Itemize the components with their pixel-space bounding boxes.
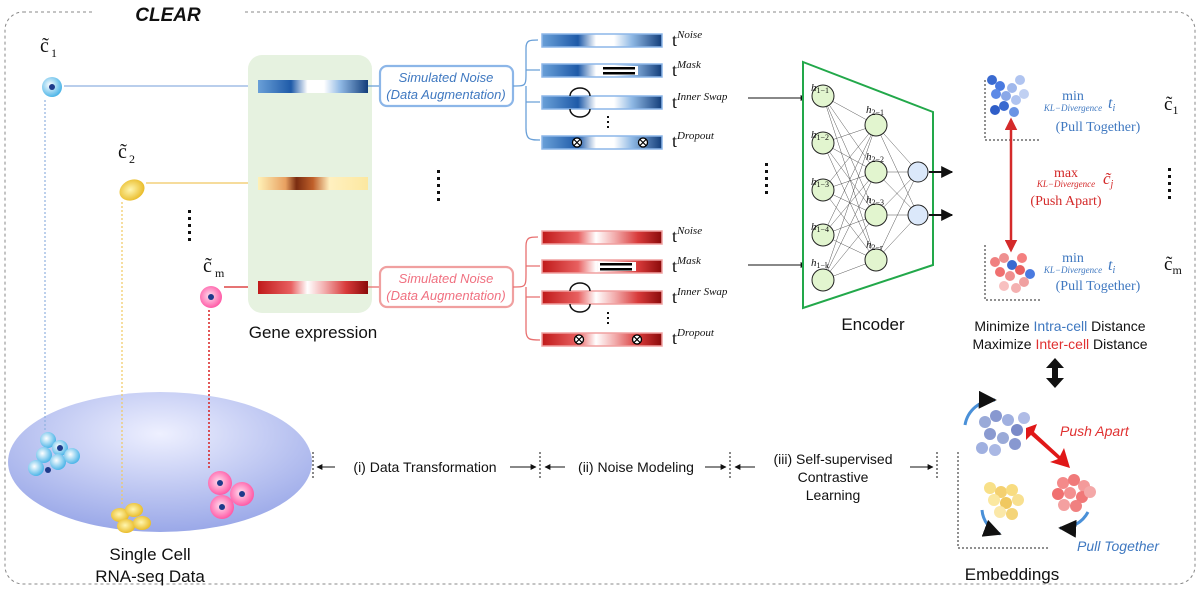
cell-cm: c̃ m	[200, 255, 225, 308]
svg-text:h2−2: h2−2	[866, 151, 884, 164]
gene-expression-label: Gene expression	[249, 323, 378, 342]
pipeline-separators	[312, 452, 938, 478]
loss-pull-top: min KL−Divergence ti (Pull Together)	[1043, 89, 1141, 135]
encoder-output-nodes	[907, 161, 929, 226]
blue-augmented-bars	[541, 33, 663, 150]
embedding-push-label: Push Apart	[1060, 423, 1130, 439]
pipeline-step3-line1: (iii) Self-supervised	[773, 451, 892, 467]
svg-text:(Pull Together): (Pull Together)	[1056, 120, 1141, 135]
objective-line2: Maximize Inter-cell Distance	[972, 336, 1147, 352]
source-label-line2: RNA-seq Data	[95, 567, 205, 586]
embedding-blue-cluster	[976, 410, 1030, 456]
latent-cluster-red	[984, 245, 1040, 301]
svg-text:tDropout: tDropout	[672, 130, 715, 151]
svg-text:c̃: c̃	[118, 141, 127, 163]
svg-text:tDropout: tDropout	[672, 327, 715, 348]
blue-cell-cluster	[28, 432, 80, 476]
loss-pull-bottom: min KL−Divergence ti (Pull Together)	[1043, 251, 1141, 294]
blue-augmentation-line1: Simulated Noise	[399, 70, 494, 85]
embedding-yellow-cluster	[984, 482, 1024, 520]
svg-text:KL−Divergence: KL−Divergence	[1043, 103, 1102, 113]
latent-cluster-blue	[984, 75, 1040, 141]
objective-line1: Minimize Intra-cell Distance	[974, 318, 1145, 334]
svg-text:(Push Apart): (Push Apart)	[1030, 194, 1102, 209]
svg-text:tMask: tMask	[672, 59, 702, 80]
svg-text:tNoise: tNoise	[672, 225, 702, 246]
svg-text:2: 2	[129, 152, 135, 166]
source-label-line1: Single Cell	[109, 545, 190, 564]
svg-text:1: 1	[51, 46, 57, 60]
right-vertical-dots	[1168, 168, 1171, 199]
svg-text:h1−3: h1−3	[811, 176, 829, 189]
pipeline-step3-line2: Contrastive	[798, 469, 869, 485]
red-augmentation-line2: (Data Augmentation)	[386, 288, 505, 303]
right-cell-labels: c̃1 c̃m	[1164, 94, 1182, 277]
middle-vertical-dots	[437, 170, 440, 201]
svg-text:tInner Swap: tInner Swap	[672, 91, 728, 112]
encoder-layer1-labels: h1−1 h1−2 h1−3 h1−4 h1−k	[811, 82, 829, 270]
encoder-layer2-labels: h2−1 h2−2 h2−3 h2−r	[866, 104, 884, 252]
red-augmented-bars	[541, 230, 663, 347]
red-brace	[512, 236, 541, 341]
svg-text:ti: ti	[1108, 95, 1115, 114]
title: CLEAR	[135, 5, 201, 26]
cell-c1: c̃ 1	[40, 35, 62, 97]
svg-text:c̃: c̃	[40, 35, 49, 57]
embeddings-label: Embeddings	[965, 565, 1060, 584]
svg-text:KL−Divergence: KL−Divergence	[1043, 265, 1102, 275]
objective-double-arrow	[1046, 358, 1064, 388]
transform-labels-red: tNoise tMask tInner Swap tDropout	[672, 225, 728, 348]
embeddings-panel: Push Apart Pull Together	[957, 390, 1160, 554]
blue-brace	[512, 39, 541, 141]
svg-text:tInner Swap: tInner Swap	[672, 286, 728, 307]
cell-vertical-dots	[188, 210, 191, 241]
yellow-cell-cluster	[111, 503, 151, 533]
svg-text:(Pull Together): (Pull Together)	[1056, 279, 1141, 294]
red-augmentation-line1: Simulated Noise	[399, 271, 494, 286]
embedding-red-cluster	[1052, 474, 1096, 512]
embedding-push-arrow	[1026, 424, 1070, 468]
pipeline-step3-line3: Learning	[806, 487, 861, 503]
svg-text:min: min	[1062, 251, 1084, 266]
svg-text:h1−1: h1−1	[811, 82, 829, 95]
svg-text:c̃1: c̃1	[1164, 94, 1178, 117]
loss-push: max KL−Divergence c̃j (Push Apart)	[1030, 166, 1113, 209]
svg-text:m: m	[215, 266, 225, 280]
outer-frame	[4, 11, 1196, 585]
encoder-left-dots	[765, 163, 768, 194]
pipeline-step2: (ii) Noise Modeling	[578, 459, 694, 475]
svg-text:ti: ti	[1108, 257, 1115, 276]
pipeline-step1: (i) Data Transformation	[353, 459, 496, 475]
encoder-label: Encoder	[841, 315, 905, 334]
svg-text:h2−r: h2−r	[866, 239, 883, 252]
svg-text:h1−2: h1−2	[811, 129, 829, 142]
encoder-layer2-nodes	[864, 113, 888, 272]
svg-text:tNoise: tNoise	[672, 29, 702, 50]
pink-cell-cluster	[208, 471, 254, 519]
gene-bar-red	[258, 281, 368, 294]
blue-augmentation-line2: (Data Augmentation)	[386, 87, 505, 102]
svg-text:c̃: c̃	[203, 255, 212, 277]
svg-text:c̃j: c̃j	[1103, 169, 1114, 190]
svg-text:tMask: tMask	[672, 255, 702, 276]
gene-bar-yellow	[258, 177, 368, 190]
svg-text:KL−Divergence: KL−Divergence	[1036, 179, 1095, 189]
encoder-layer1-nodes	[811, 84, 835, 292]
svg-text:min: min	[1062, 89, 1084, 104]
gene-bar-blue	[258, 80, 368, 93]
title-backdrop	[92, 2, 242, 24]
cell-c2: c̃ 2	[118, 141, 145, 201]
svg-text:h1−4: h1−4	[811, 221, 829, 234]
svg-text:max: max	[1054, 166, 1078, 181]
embedding-pull-label: Pull Together	[1077, 538, 1160, 554]
svg-text:h2−3: h2−3	[866, 194, 884, 207]
transform-labels-blue: tNoise tMask tInner Swap tDropout	[672, 29, 728, 151]
svg-text:h1−k: h1−k	[811, 257, 829, 270]
svg-text:h2−1: h2−1	[866, 104, 884, 117]
svg-text:c̃m: c̃m	[1164, 254, 1182, 277]
